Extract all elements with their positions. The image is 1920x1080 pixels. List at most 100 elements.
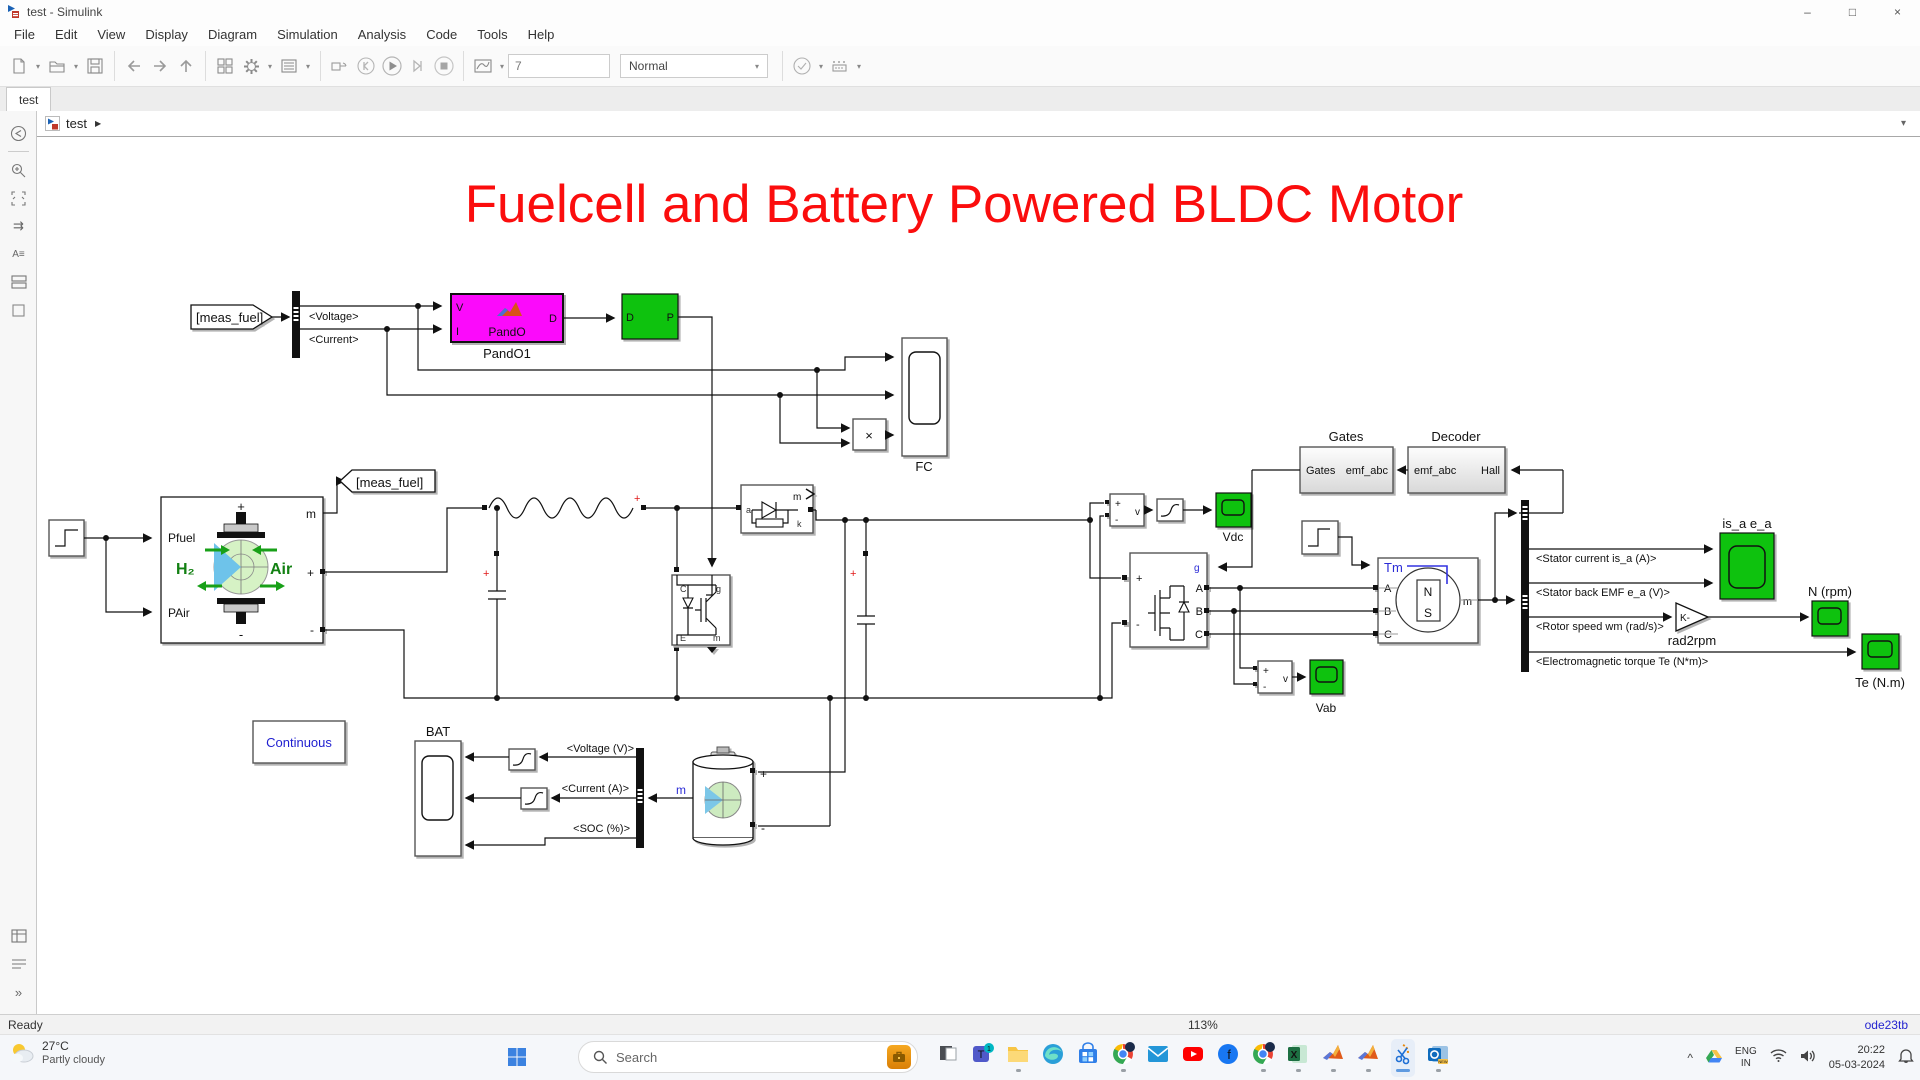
bus-selector-1[interactable]	[292, 291, 300, 358]
filter-block-current[interactable]	[520, 787, 548, 810]
menu-code[interactable]: Code	[426, 27, 458, 42]
microsoft-store-icon[interactable]	[1076, 1039, 1100, 1077]
zoom-tool-button[interactable]	[0, 156, 37, 184]
snipping-tool-icon-active[interactable]	[1391, 1039, 1415, 1077]
menu-simulation[interactable]: Simulation	[277, 27, 338, 42]
subsystem-badge-button[interactable]	[0, 296, 37, 324]
viewmarks-button[interactable]	[0, 268, 37, 296]
filter-block-vdc[interactable]	[1156, 498, 1184, 522]
breadcrumb-arrow-icon[interactable]: ▶	[94, 119, 102, 128]
vab-scope-block[interactable]	[1309, 659, 1344, 695]
simulation-mode-select[interactable]: Normal ▾	[620, 54, 768, 78]
product-block[interactable]: ×	[852, 418, 887, 451]
taskbar-weather-widget[interactable]: 27°C Partly cloudy	[8, 1039, 105, 1067]
bat-scope-block[interactable]	[414, 740, 462, 857]
expand-panel-button[interactable]: »	[14, 984, 23, 1000]
rad2rpm-gain-block[interactable]: K-	[1675, 602, 1710, 632]
battery-block[interactable]	[692, 746, 755, 846]
model-canvas[interactable]: Fuelcell and Battery Powered BLDC Motor …	[37, 137, 1920, 1014]
build-button[interactable]	[827, 52, 853, 80]
youtube-icon[interactable]	[1181, 1039, 1205, 1077]
open-caret[interactable]: ▾	[73, 61, 78, 71]
search-box[interactable]: Search	[578, 1041, 918, 1073]
hide-browser-button[interactable]	[0, 119, 37, 147]
menu-tools[interactable]: Tools	[477, 27, 508, 42]
simulation-display-caret[interactable]: ▾	[499, 61, 504, 71]
model-title-annotation[interactable]: Fuelcell and Battery Powered BLDC Motor	[465, 175, 1464, 234]
model-explorer-caret[interactable]: ▾	[305, 61, 310, 71]
menu-analysis[interactable]: Analysis	[357, 27, 407, 42]
chrome-icon[interactable]	[1111, 1039, 1135, 1077]
matlab-icon-2[interactable]	[1356, 1039, 1380, 1077]
back-button[interactable]	[121, 52, 147, 80]
diode-block[interactable]: a k m	[740, 484, 816, 534]
vdc-scope-block[interactable]	[1215, 492, 1252, 528]
tray-volume-icon[interactable]	[1800, 1049, 1816, 1068]
step-forward-button[interactable]	[405, 52, 431, 80]
nrpm-scope-block[interactable]	[1811, 600, 1849, 637]
step-block-torque[interactable]	[1301, 520, 1339, 555]
voltage-measurement-vdc[interactable]: + - v	[1105, 493, 1145, 527]
tray-drive-icon[interactable]	[1706, 1049, 1723, 1068]
menu-help[interactable]: Help	[527, 27, 555, 42]
direction-button[interactable]: ⇉	[13, 218, 24, 233]
goto-tag-meas-fuel[interactable]: [meas_fuel]	[339, 469, 436, 493]
step-block-fuel[interactable]	[48, 519, 85, 557]
tray-chevron-icon[interactable]: ^	[1687, 1051, 1694, 1065]
duty-to-pwm-block[interactable]: D P	[621, 293, 679, 340]
fc-scope-block[interactable]	[901, 337, 948, 457]
gates-subsystem-block[interactable]: Gates emf_abc	[1299, 446, 1394, 494]
edge-icon[interactable]	[1041, 1039, 1065, 1077]
tray-wifi-icon[interactable]	[1770, 1049, 1787, 1067]
fit-to-view-button[interactable]	[0, 184, 37, 212]
search-highlight-icon[interactable]	[887, 1045, 911, 1069]
stop-time-input[interactable]	[508, 54, 610, 78]
excel-icon[interactable]: X	[1286, 1039, 1310, 1077]
open-button[interactable]	[44, 52, 70, 80]
refresh-check-button[interactable]	[789, 52, 815, 80]
model-data-access-button[interactable]	[0, 950, 37, 978]
tray-notification-icon[interactable]	[1898, 1048, 1914, 1069]
bldc-motor-block[interactable]: Tm A B C m N S	[1373, 557, 1479, 644]
minimize-button[interactable]: –	[1804, 4, 1811, 19]
update-diagram-button[interactable]	[327, 52, 353, 80]
tab-test[interactable]: test	[6, 87, 52, 111]
inductor[interactable]	[488, 497, 634, 519]
model-settings-button[interactable]	[238, 52, 264, 80]
new-model-button[interactable]	[6, 52, 32, 80]
taskview-button[interactable]	[936, 1039, 960, 1077]
build-caret[interactable]: ▾	[856, 61, 861, 71]
bus-selector-2[interactable]	[636, 748, 644, 848]
capacitor-1[interactable]	[488, 508, 506, 698]
status-solver[interactable]: ode23tb	[1864, 1018, 1908, 1032]
annotation-button[interactable]: A≡	[12, 248, 25, 260]
close-button[interactable]: ×	[1893, 4, 1901, 19]
forward-button[interactable]	[147, 52, 173, 80]
save-button[interactable]	[82, 52, 108, 80]
model-settings-caret[interactable]: ▾	[267, 61, 272, 71]
igbt-block[interactable]: C g E m	[671, 574, 731, 653]
menu-view[interactable]: View	[97, 27, 126, 42]
chrome-profile2-icon[interactable]	[1251, 1039, 1275, 1077]
capacitor-2[interactable]	[857, 520, 875, 698]
model-explorer-button[interactable]	[276, 52, 302, 80]
bus-selector-3[interactable]	[1521, 500, 1529, 672]
breadcrumb-dropdown-icon[interactable]: ▾	[1900, 118, 1906, 129]
outlook-icon[interactable]: NEW	[1426, 1039, 1450, 1077]
breadcrumb-model-name[interactable]: test	[66, 116, 87, 131]
mail-icon[interactable]	[1146, 1039, 1170, 1077]
tray-language-indicator[interactable]: ENG IN	[1735, 1046, 1757, 1070]
tray-clock[interactable]: 20:22 05-03-2024	[1829, 1043, 1885, 1073]
menu-diagram[interactable]: Diagram	[207, 27, 258, 42]
menu-display[interactable]: Display	[145, 27, 188, 42]
refresh-check-caret[interactable]: ▾	[818, 61, 823, 71]
isa-scope-block[interactable]	[1719, 532, 1775, 600]
fuel-cell-stack-block[interactable]: Pfuel PAir m + - + -	[160, 496, 325, 644]
matlab-icon-1[interactable]	[1321, 1039, 1345, 1077]
voltage-measurement-vab[interactable]: + - v	[1253, 660, 1293, 694]
simulation-display-button[interactable]	[470, 52, 496, 80]
te-scope-block[interactable]	[1861, 633, 1900, 670]
facebook-icon[interactable]: f	[1216, 1039, 1240, 1077]
menu-file[interactable]: File	[14, 27, 35, 42]
pando-matlab-function-block[interactable]: V I D PandO	[450, 293, 564, 343]
